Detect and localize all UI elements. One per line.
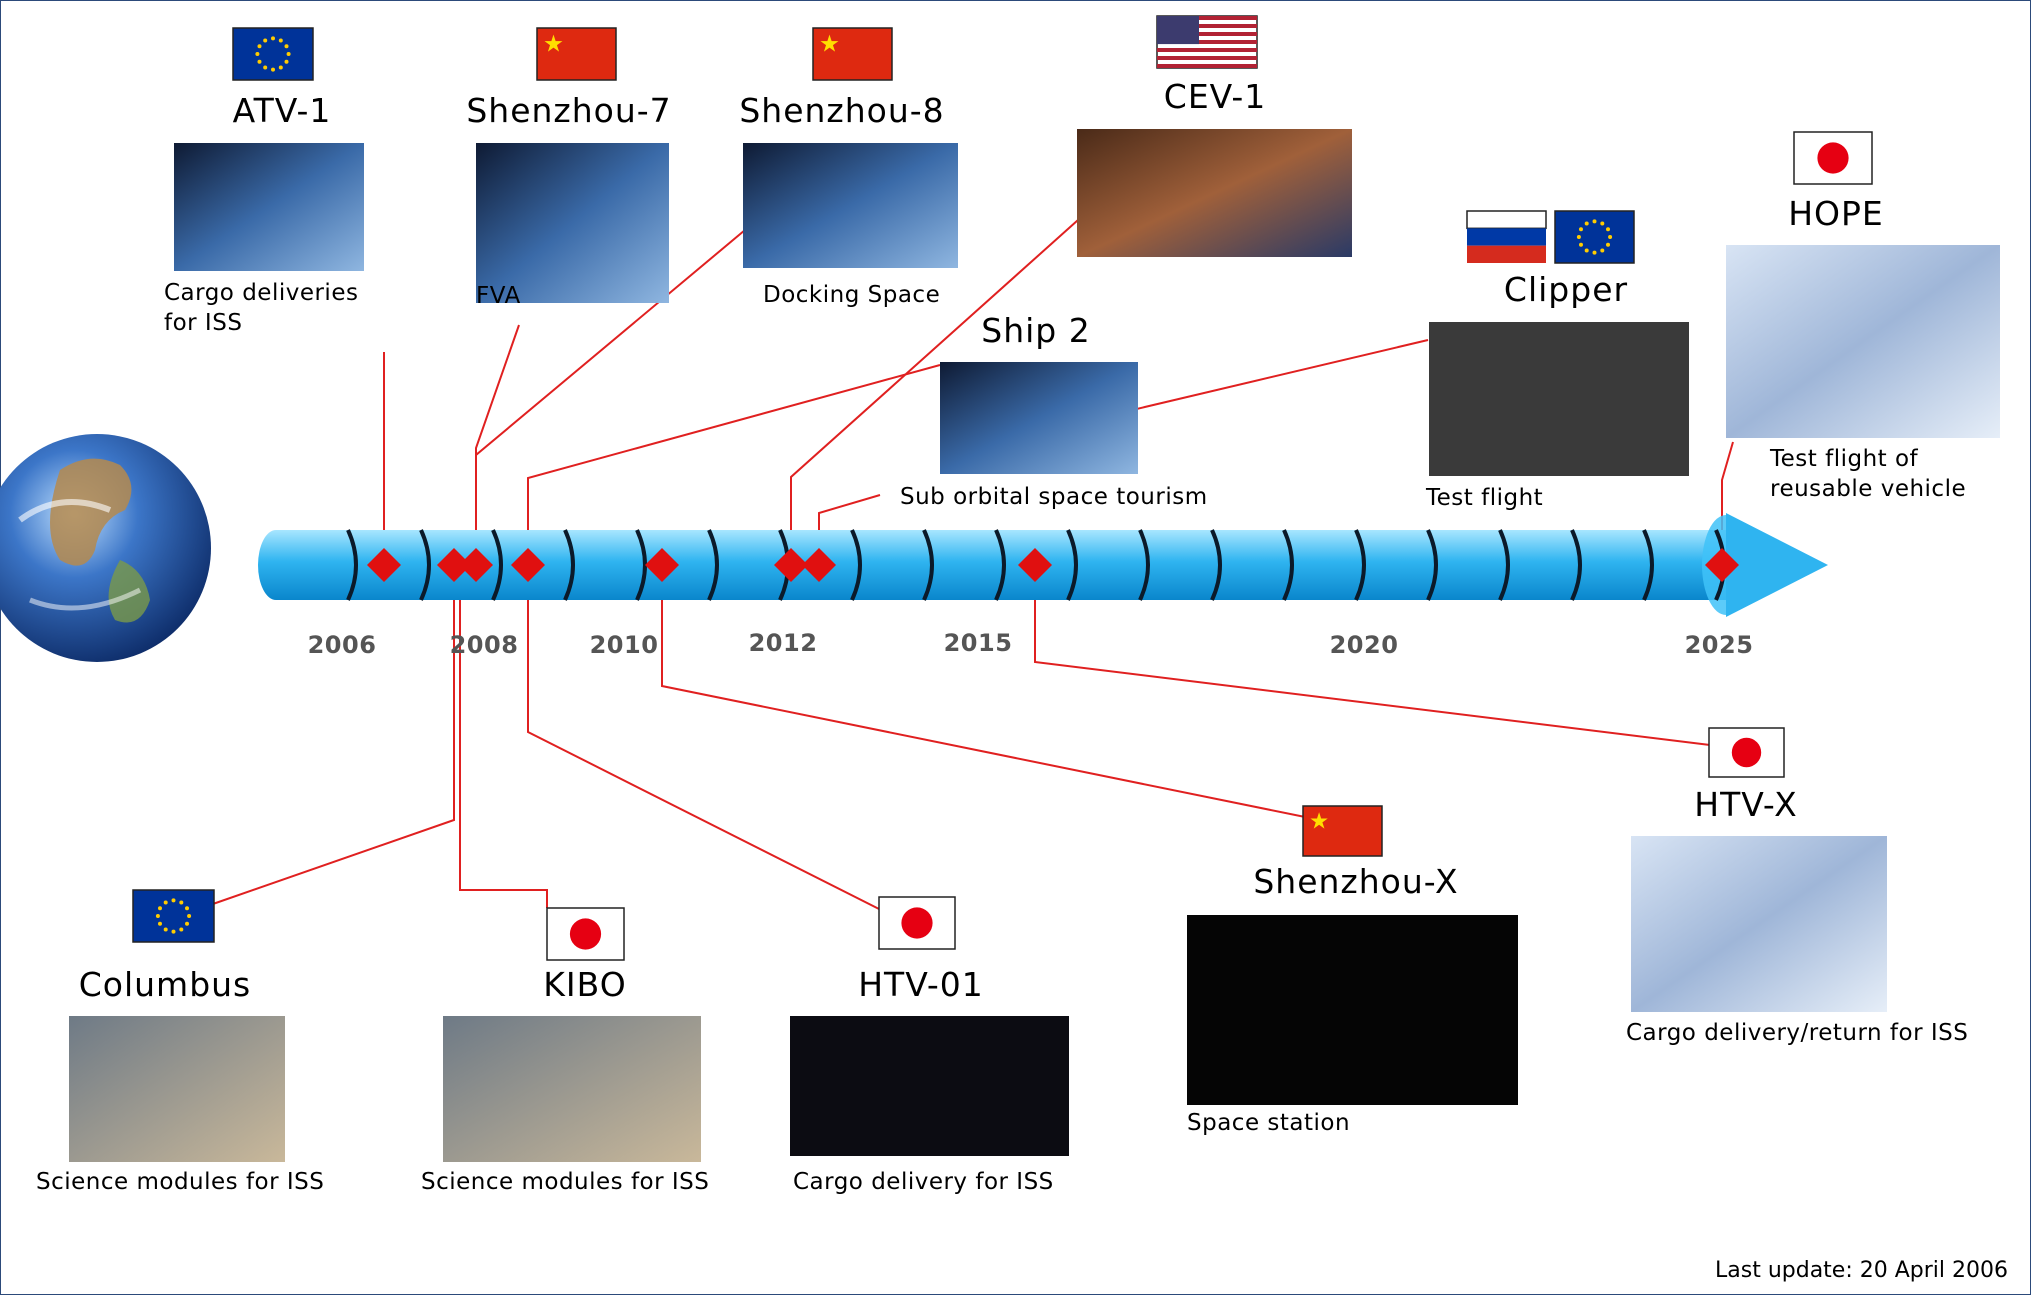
marker-hope bbox=[1705, 548, 1739, 582]
mission-flags: ★ ★ ★ bbox=[132, 15, 1873, 961]
timeline-ridge bbox=[1066, 529, 1078, 601]
flag-cn-shenzhou7: ★ bbox=[536, 27, 617, 81]
title-columbus: Columbus bbox=[78, 965, 252, 1004]
photo-htv01 bbox=[790, 1016, 1069, 1156]
photo-htvx bbox=[1631, 836, 1887, 1012]
flag-eu-clipper bbox=[1554, 210, 1635, 264]
caption-htv01: Cargo delivery for ISS bbox=[793, 1169, 1054, 1195]
title-shenzhou8: Shenzhou-8 bbox=[739, 91, 945, 130]
flag-jp-hope bbox=[1793, 131, 1873, 185]
caption-shenzhoux: Space station bbox=[1187, 1110, 1351, 1136]
photo-atv1 bbox=[174, 143, 364, 271]
year-label-2012: 2012 bbox=[748, 629, 818, 657]
connector-kibo bbox=[459, 564, 548, 908]
mission-photos bbox=[69, 129, 2000, 1162]
year-label-2006: 2006 bbox=[307, 631, 377, 659]
caption-kibo: Science modules for ISS bbox=[421, 1169, 710, 1195]
title-ship2: Ship 2 bbox=[981, 311, 1091, 350]
marker-ship2 bbox=[802, 548, 836, 582]
title-kibo: KIBO bbox=[543, 965, 627, 1004]
title-hope: HOPE bbox=[1788, 194, 1884, 233]
flag-cn-shenzhoux: ★ bbox=[1302, 805, 1383, 857]
year-label-2010: 2010 bbox=[589, 631, 659, 659]
title-htv01: HTV-01 bbox=[858, 965, 984, 1004]
timeline-ridge bbox=[1354, 529, 1366, 601]
marker-cev1 bbox=[774, 548, 808, 582]
flag-jp-kibo bbox=[546, 907, 625, 961]
last-update-note: Last update: 20 April 2006 bbox=[1715, 1258, 2008, 1283]
photo-hope bbox=[1726, 245, 2000, 438]
timeline-ridge bbox=[635, 529, 647, 601]
timeline-ridge bbox=[1282, 529, 1294, 601]
marker-columbus bbox=[437, 548, 471, 582]
timeline-ridge bbox=[1426, 529, 1438, 601]
title-atv1: ATV-1 bbox=[232, 91, 332, 130]
caption-ship2: Sub orbital space tourism bbox=[900, 484, 1208, 510]
photo-ship2 bbox=[940, 362, 1138, 474]
timeline-ridge bbox=[1138, 529, 1150, 601]
title-shenzhoux: Shenzhou-X bbox=[1253, 862, 1459, 901]
caption-clipper: Test flight bbox=[1426, 485, 1544, 511]
timeline-ridge bbox=[922, 529, 934, 601]
timeline-ridge bbox=[850, 529, 862, 601]
connector-clipper-a bbox=[1089, 339, 1429, 421]
year-label-2015: 2015 bbox=[943, 629, 1013, 657]
year-label-2025: 2025 bbox=[1684, 631, 1754, 659]
timeline-ridge bbox=[346, 529, 358, 601]
timeline-segment-ridges bbox=[346, 529, 1726, 601]
caption-hope: Test flight of reusable vehicle bbox=[1770, 446, 1967, 502]
timeline-ridge bbox=[707, 529, 719, 601]
flag-eu-columbus bbox=[132, 889, 215, 943]
title-shenzhou7: Shenzhou-7 bbox=[466, 91, 672, 130]
connector-columbus bbox=[209, 564, 455, 906]
marker-shenzhou7 bbox=[459, 548, 493, 582]
photo-shenzhou8 bbox=[743, 143, 958, 268]
flag-us-cev1 bbox=[1156, 15, 1258, 69]
caption-htvx: Cargo delivery/return for ISS bbox=[1626, 1020, 1969, 1046]
title-clipper: Clipper bbox=[1503, 270, 1629, 309]
caption-shenzhou7: FVA bbox=[476, 283, 521, 309]
photo-columbus bbox=[69, 1016, 285, 1162]
timeline-ridge bbox=[1642, 529, 1654, 601]
caption-shenzhou8: Docking Space bbox=[763, 282, 941, 308]
timeline-ridge bbox=[1210, 529, 1222, 601]
photo-cev1 bbox=[1077, 129, 1352, 257]
svg-text:★: ★ bbox=[543, 29, 564, 57]
caption-columbus: Science modules for ISS bbox=[36, 1169, 325, 1195]
flag-eu-atv1 bbox=[232, 27, 314, 81]
caption-atv1: Cargo deliveries for ISS bbox=[164, 280, 359, 336]
photo-shenzhoux bbox=[1187, 915, 1518, 1105]
timeline-ridge bbox=[563, 529, 575, 601]
connector-htv01 bbox=[527, 564, 886, 913]
flag-jp-htv01 bbox=[878, 896, 956, 950]
year-label-2008: 2008 bbox=[449, 631, 519, 659]
title-htvx: HTV-X bbox=[1694, 785, 1798, 824]
marker-shenzhou8 bbox=[511, 548, 545, 582]
timeline-ridge bbox=[491, 529, 503, 601]
flag-jp-htvx bbox=[1708, 727, 1785, 778]
timeline-markers bbox=[367, 548, 1739, 582]
photo-shenzhou7 bbox=[476, 143, 669, 303]
flag-ru-clipper bbox=[1466, 210, 1547, 263]
marker-htvx bbox=[1018, 548, 1052, 582]
timeline-ridge bbox=[1498, 529, 1510, 601]
photo-kibo bbox=[443, 1016, 701, 1162]
connector-shenzhou8 bbox=[475, 229, 746, 564]
connector-shenzhou7 bbox=[475, 324, 520, 564]
marker-atv1 bbox=[367, 548, 401, 582]
photo-clipper bbox=[1429, 322, 1689, 476]
connector-shenzhoux bbox=[661, 564, 1311, 819]
svg-text:★: ★ bbox=[1309, 809, 1329, 835]
timeline-ridge bbox=[994, 529, 1006, 601]
timeline-ridge bbox=[419, 529, 431, 601]
year-label-2020: 2020 bbox=[1329, 631, 1399, 659]
timeline-ridge bbox=[1570, 529, 1582, 601]
title-cev1: CEV-1 bbox=[1163, 77, 1267, 116]
earth-globe-image bbox=[0, 434, 211, 662]
flag-cn-shenzhou8: ★ bbox=[812, 27, 893, 81]
marker-shenzhoux bbox=[645, 548, 679, 582]
svg-text:★: ★ bbox=[819, 29, 840, 57]
